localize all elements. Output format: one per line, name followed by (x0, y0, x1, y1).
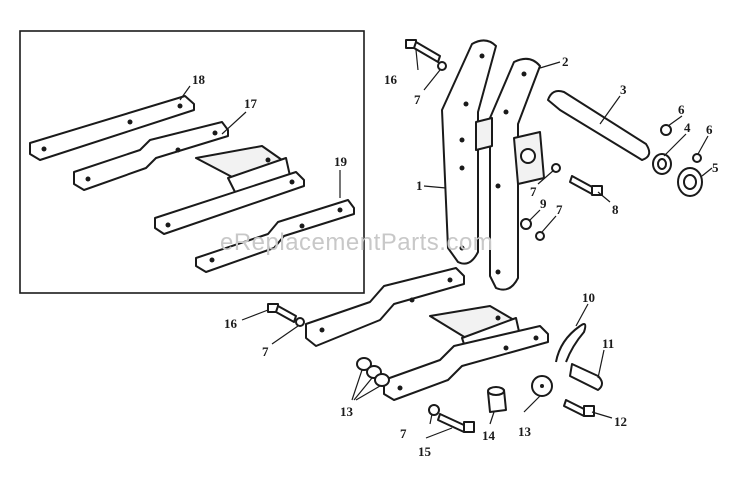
callout-2: 2 (562, 54, 569, 69)
part-7-washer-lower (295, 317, 305, 327)
callout-7-low: 7 (556, 202, 563, 217)
leader-lines (179, 49, 713, 439)
part-9-washer (520, 218, 532, 230)
part-4-spacer (652, 153, 672, 175)
callout-7-lower: 7 (262, 344, 269, 359)
callout-3: 3 (620, 82, 627, 97)
part-11-pin (569, 363, 603, 391)
watermark-text: eReplacementParts.com (220, 229, 493, 256)
callout-18: 18 (192, 72, 206, 87)
part-2-arm (475, 57, 545, 291)
callout-labels: 18 17 19 16 7 1 2 3 6 4 6 5 7 8 9 7 10 1… (192, 54, 719, 459)
part-13-washer-single (531, 375, 553, 397)
callout-10: 10 (582, 290, 595, 305)
callout-13-stack: 13 (340, 404, 354, 419)
part-7-washer-top (437, 61, 447, 71)
part-19-strap (195, 199, 355, 273)
callout-12: 12 (614, 414, 627, 429)
part-17-bracket (73, 121, 305, 235)
inset-frame (19, 30, 365, 294)
callout-13-single: 13 (518, 424, 532, 439)
part-7-washer-low (535, 231, 545, 241)
part-1-arm (441, 39, 497, 265)
callout-7-mid: 7 (530, 184, 537, 199)
part-6-washer-a (660, 124, 672, 136)
part-13-washers (356, 357, 390, 387)
callout-4: 4 (684, 120, 691, 135)
callout-7-bottom: 7 (400, 426, 407, 441)
callout-17-inset: 17 (244, 96, 258, 111)
part-16-bolt-lower (267, 303, 297, 323)
part-3-shaft (547, 90, 651, 161)
callout-1: 1 (416, 178, 423, 193)
part-17-lower-bracket (305, 267, 549, 401)
part-12-bolt (563, 399, 595, 417)
part-7-washer-bottom (428, 404, 440, 416)
callout-8: 8 (612, 202, 619, 217)
callout-6b: 6 (706, 122, 713, 137)
part-15-bolt (437, 413, 475, 433)
part-8-bolt (569, 175, 603, 196)
part-5-roller (677, 167, 703, 197)
callout-14: 14 (482, 428, 496, 443)
callout-16-top: 16 (384, 72, 398, 87)
part-14-spacer (487, 386, 507, 413)
callout-16-lower: 16 (224, 316, 238, 331)
callout-5: 5 (712, 160, 719, 175)
part-6-washer-b (692, 153, 702, 163)
part-18-strap (29, 95, 195, 161)
callout-6a: 6 (678, 102, 685, 117)
callout-15: 15 (418, 444, 432, 459)
callout-9: 9 (540, 196, 547, 211)
callout-11: 11 (602, 336, 614, 351)
callout-19: 19 (334, 154, 348, 169)
callout-7-top: 7 (414, 92, 421, 107)
part-16-bolt-top (405, 39, 441, 63)
part-10-hairpin (555, 323, 587, 363)
